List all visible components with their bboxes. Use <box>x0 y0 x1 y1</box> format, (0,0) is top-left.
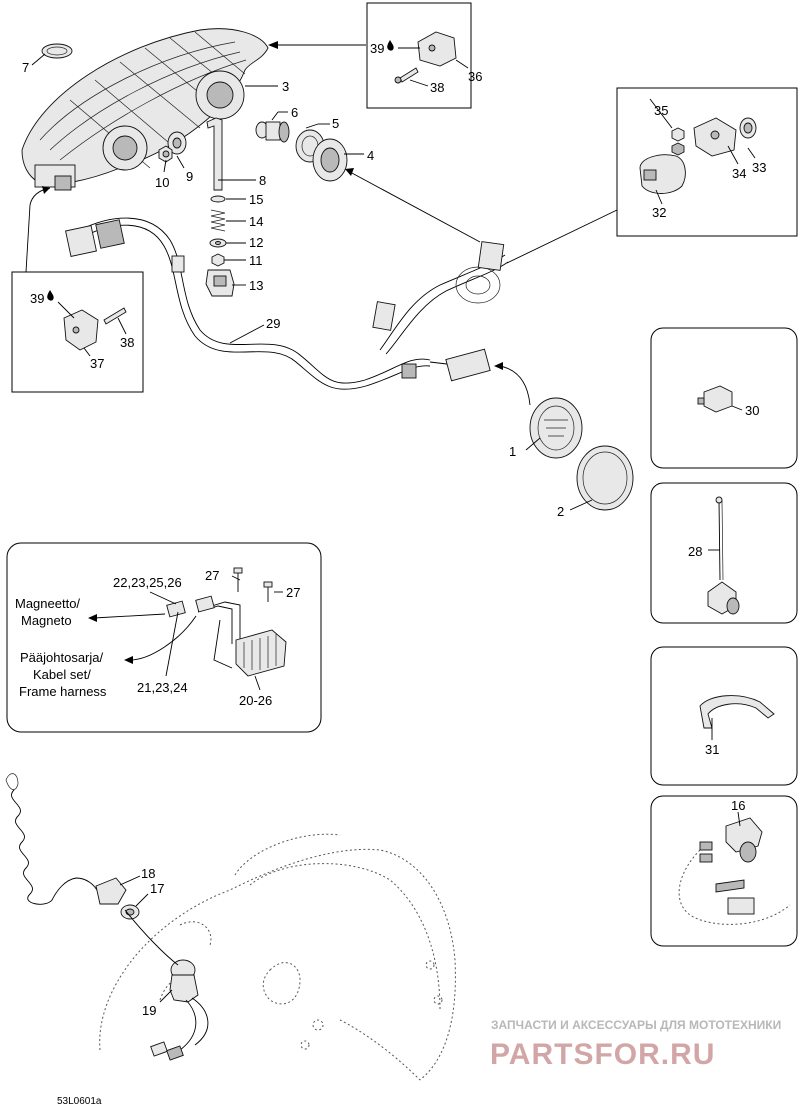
callout-34: 34 <box>732 166 746 181</box>
bracket-34 <box>693 117 737 157</box>
retaining-ring-7 <box>41 43 73 59</box>
wiring-harness-29 <box>65 217 509 390</box>
relay-32 <box>639 154 686 194</box>
callout-12: 12 <box>249 235 263 250</box>
switch-36 <box>417 31 457 67</box>
washer-15 <box>210 195 226 203</box>
screw-38-left <box>103 307 127 325</box>
gauge-1 <box>529 397 583 459</box>
callout-20-26: 20-26 <box>239 693 272 708</box>
callout-27-left: 27 <box>205 568 219 583</box>
callout-31: 31 <box>705 742 719 757</box>
callout-22-23-25-26: 22,23,25,26 <box>113 575 182 590</box>
headlight-assembly <box>21 28 269 191</box>
callout-36: 36 <box>468 69 482 84</box>
frame-harness-label-line1: Pääjohtosarja/ <box>20 650 103 665</box>
magneto-label-line1: Magneetto/ <box>15 596 80 611</box>
magneto-label-line2: Magneto <box>21 613 72 628</box>
nut-11 <box>211 253 225 267</box>
lubricant-drop-icon <box>47 290 54 301</box>
rubber-boot-4 <box>312 138 348 182</box>
rectifier-inset-text: Magneetto/ Magneto Pääjohtosarja/ Kabel … <box>15 596 107 699</box>
inset-box-rectifier <box>6 542 322 733</box>
callout-28: 28 <box>688 544 702 559</box>
tether-cord-18 <box>5 773 127 905</box>
callout-27-right: 27 <box>286 585 300 600</box>
screw-27-right <box>263 581 273 602</box>
grommet-9 <box>167 131 187 155</box>
inset-box-switch-16 <box>650 795 798 947</box>
callout-37: 37 <box>90 356 104 371</box>
callout-30: 30 <box>745 403 759 418</box>
speedometer-cable-28 <box>707 496 740 615</box>
callout-39-top: 39 <box>370 41 384 56</box>
callout-2: 2 <box>557 504 564 519</box>
callout-17: 17 <box>150 881 164 896</box>
spring-14 <box>210 209 226 232</box>
callout-15: 15 <box>249 192 263 207</box>
callout-35: 35 <box>654 103 668 118</box>
washer-12 <box>209 238 227 248</box>
drawing-code: 53L0601a <box>57 1096 102 1107</box>
cap-17 <box>120 904 140 920</box>
inset-box-cable-28 <box>650 482 798 624</box>
callout-9: 9 <box>186 169 193 184</box>
bulb-6 <box>255 121 290 143</box>
callout-8: 8 <box>259 173 266 188</box>
callout-labels: 1 2 3 4 5 6 7 8 9 10 11 12 13 14 15 16 1… <box>22 40 766 1018</box>
screw-38-top <box>394 67 419 84</box>
callout-38-left: 38 <box>120 335 134 350</box>
callout-16: 16 <box>731 798 745 813</box>
callout-14: 14 <box>249 214 263 229</box>
watermark-tagline: ЗАПЧАСТИ И АКСЕССУАРЫ ДЛЯ МОТОТЕХНИКИ <box>491 1018 781 1032</box>
callout-13: 13 <box>249 278 263 293</box>
callout-11: 11 <box>249 253 263 268</box>
frame-harness-label-line3: Frame harness <box>19 684 107 699</box>
callout-29: 29 <box>266 316 280 331</box>
callout-3: 3 <box>282 79 289 94</box>
nut-10 <box>158 145 173 163</box>
callout-1: 1 <box>509 444 516 459</box>
callout-7: 7 <box>22 60 29 75</box>
switch-37 <box>63 309 99 351</box>
lubricant-drop-icon <box>387 40 394 51</box>
callout-33: 33 <box>752 160 766 175</box>
callout-5: 5 <box>332 116 339 131</box>
callout-39-left: 39 <box>30 291 44 306</box>
switch-16 <box>678 817 791 925</box>
bracket-31 <box>699 695 775 729</box>
nut-35 <box>671 127 685 156</box>
callout-32: 32 <box>652 205 666 220</box>
grommet-33 <box>739 117 757 139</box>
vehicle-body-outline <box>99 833 456 1081</box>
inset-box-bracket-31 <box>650 646 798 786</box>
callout-4: 4 <box>367 148 374 163</box>
callout-19: 19 <box>142 1003 156 1018</box>
callout-38-top: 38 <box>430 80 444 95</box>
ignition-switch-19 <box>150 959 209 1061</box>
gauge-ring-2 <box>576 445 634 511</box>
callout-21-23-24: 21,23,24 <box>137 680 188 695</box>
frame-harness-label-line2: Kabel set/ <box>33 667 91 682</box>
callout-6: 6 <box>291 105 298 120</box>
adjusting-screw-8 <box>206 117 223 191</box>
callout-10: 10 <box>155 175 169 190</box>
watermark-brand: PARTSFOR.RU <box>490 1038 715 1071</box>
voltage-regulator <box>166 595 287 677</box>
screw-27-left <box>233 567 243 592</box>
leader-lines <box>25 41 756 1003</box>
callout-18: 18 <box>141 866 155 881</box>
clip-13 <box>205 269 235 297</box>
